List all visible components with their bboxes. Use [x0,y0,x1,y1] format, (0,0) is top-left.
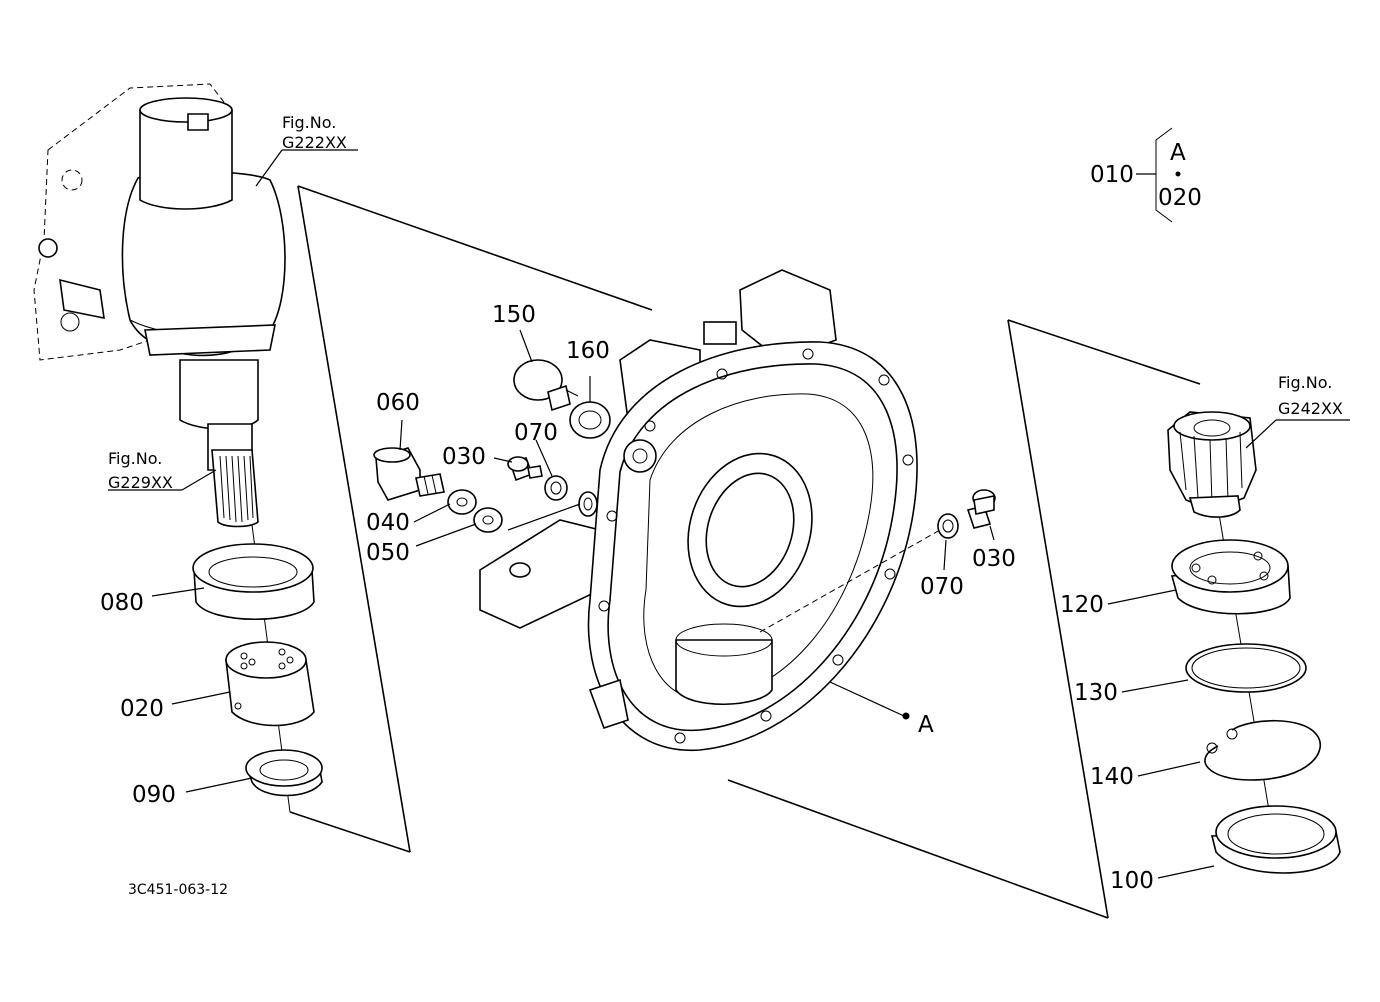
bevel-gear [1167,411,1257,518]
fig-ref-g222-line2: G222XX [282,133,347,152]
thrust-bearing-090 [245,749,323,797]
callout-060: 060 [376,390,420,416]
group-member-a: A [1170,140,1186,166]
gear-case-housing [479,269,941,751]
breather-cap-150 [513,359,579,412]
callout-050: 050 [366,540,410,566]
callout-090: 090 [132,782,176,808]
fig-ref-g242-line1: Fig.No. [1278,373,1332,392]
callout-030-right: 030 [972,546,1016,572]
callout-030-left: 030 [442,444,486,470]
washer-050 [473,507,503,533]
fig-ref-g229-line2: G229XX [108,473,173,492]
seal-100 [1210,805,1341,874]
fig-ref-g229-line1: Fig.No. [108,449,162,468]
left-exploded-frame [289,185,653,853]
shim-130 [1185,643,1307,693]
right-exploded-frame [727,319,1201,919]
splines [219,455,254,523]
callout-150: 150 [492,302,536,328]
fig-ref-g242-line2: G242XX [1278,399,1343,418]
washer-070-right [937,513,959,539]
callout-040: 040 [366,510,410,536]
group-label-010: 010 [1090,162,1134,188]
diagram-code: 3C451-063-12 [128,882,228,898]
callout-130: 130 [1074,680,1118,706]
pin-060 [373,447,445,501]
oil-seal-080 [192,543,315,621]
callout-a: A [918,712,934,738]
gasket-160 [569,401,611,439]
callout-080: 080 [100,590,144,616]
callout-070-right: 070 [920,574,964,600]
circlip-140 [1204,719,1322,781]
leader-lines [108,149,1350,879]
plug-030-right [966,489,996,529]
knuckle-housing [33,83,286,528]
callout-070-left: 070 [514,420,558,446]
seal-ring-on-housing [578,491,598,517]
callout-120: 120 [1060,592,1104,618]
plug-030-left [507,456,543,482]
ball-bearing-120 [1170,539,1291,615]
callout-160: 160 [566,338,610,364]
washer-070-left [544,475,568,501]
callout-140: 140 [1090,764,1134,790]
fig-ref-g222-line1: Fig.No. [282,113,336,132]
callout-100: 100 [1110,868,1154,894]
needle-bushing-020 [225,641,315,727]
group-bracket [1155,127,1181,223]
reference-point-a-dot [902,712,910,720]
group-member-020: 020 [1158,185,1202,211]
callout-020: 020 [120,696,164,722]
washer-040 [447,489,477,515]
